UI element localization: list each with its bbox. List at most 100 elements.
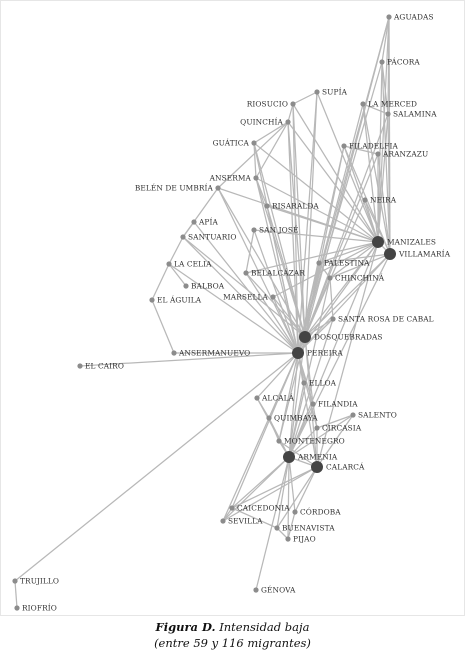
node-dosquebradas	[299, 331, 311, 343]
node-label-pacora: PÁCORA	[387, 58, 420, 67]
node-cordoba	[292, 509, 298, 515]
edge-villamaria-pereira	[297, 253, 391, 354]
node-label-supia: SUPÍA	[322, 88, 348, 97]
node-label-riosucio: RIOSUCIO	[247, 100, 288, 109]
node-buenavista	[274, 525, 280, 531]
edge-villamaria-palestina	[318, 253, 391, 264]
edge-supia-manizales	[316, 91, 379, 243]
edge-aguadas-manizales	[377, 16, 390, 243]
node-label-balboa: BALBOA	[191, 282, 225, 291]
node-label-guatica: GUÁTICA	[213, 139, 250, 148]
node-label-elcairo: EL CAIRO	[85, 362, 124, 371]
caption-subtitle: (entre 59 y 116 migrantes)	[154, 636, 311, 650]
edge-risaralda-manizales	[266, 205, 379, 243]
node-label-calarca: CALARCÁ	[326, 463, 365, 472]
node-quimbaya	[266, 415, 272, 421]
edge-belalcazar-dosquebradas	[245, 272, 306, 338]
node-label-alcala: ALCALÁ	[261, 394, 295, 403]
edge-montenegro-calarca	[278, 440, 318, 468]
node-anserma	[253, 175, 259, 181]
edge-palestina-dosquebradas	[304, 262, 320, 338]
edge-alcala-quimbaya	[256, 397, 270, 419]
node-apia	[191, 219, 197, 225]
edge-elaguila-ansermanuevo	[151, 299, 175, 354]
edge-filandia-circasia	[312, 403, 318, 429]
node-genova	[253, 587, 259, 593]
node-label-lacelia: LA CELIA	[174, 260, 212, 269]
edge-lamerced-pereira	[297, 103, 364, 354]
edge-riosucio-quinchia	[287, 103, 294, 123]
edge-neira-villamaria	[364, 199, 391, 255]
edge-salamina-manizales	[377, 113, 389, 243]
edge-neira-manizales	[364, 199, 379, 243]
node-filandia	[310, 401, 316, 407]
node-label-sanjose: SAN JOSÉ	[259, 226, 299, 235]
node-label-filandia: FILANDIA	[318, 400, 358, 409]
edge-chinchina-dosquebradas	[304, 277, 331, 338]
node-palestina	[316, 260, 322, 266]
edge-pereira-armenia	[288, 352, 299, 458]
node-manizales	[372, 236, 384, 248]
edge-quimbaya-montenegro	[268, 417, 280, 442]
node-label-trujillo: TRUJILLO	[20, 577, 59, 586]
edge-caicedonia-buenavista	[231, 507, 278, 529]
node-label-chinchina: CHINCHINÁ	[335, 274, 385, 283]
node-label-pereira: PEREIRA	[307, 349, 343, 358]
node-label-sevilla: SEVILLA	[228, 517, 263, 526]
node-neira	[362, 197, 368, 203]
edge-pereira-calarca	[297, 352, 318, 468]
edge-riosucio-manizales	[292, 103, 379, 243]
node-label-neira: NEIRA	[370, 196, 397, 205]
node-label-santarosa: SANTA ROSA DE CABAL	[338, 315, 434, 324]
edge-calarca-sevilla	[222, 466, 318, 522]
node-label-armenia: ARMENIA	[297, 453, 338, 462]
edge-lamerced-salamina	[362, 103, 389, 115]
node-santuario	[180, 234, 186, 240]
edge-filandia-armenia	[288, 403, 314, 458]
edge-manizales-marsella	[272, 241, 379, 298]
node-label-salamina: SALAMINA	[393, 110, 437, 119]
edge-salamina-villamaria	[387, 113, 391, 255]
edge-manizales-pereira	[297, 241, 379, 354]
node-label-risaralda: RISARALDA	[272, 202, 319, 211]
node-elaguila	[149, 297, 155, 303]
edge-quinchia-belen	[217, 121, 289, 189]
node-lamerced	[360, 101, 366, 107]
node-aguadas	[386, 14, 392, 20]
node-label-aguadas: AGUADAS	[393, 13, 434, 22]
edge-chinchina-santarosa	[329, 277, 334, 320]
node-salamina	[385, 111, 391, 117]
edge-pacora-manizales	[377, 61, 383, 243]
node-label-elloa: ELLOA	[309, 379, 337, 388]
edge-anserma-manizales	[255, 177, 379, 243]
edge-calarca-caicedonia	[231, 466, 318, 509]
node-label-riofrio: RIOFRÍO	[22, 604, 57, 613]
node-label-marsella: MARSELLA	[223, 293, 268, 302]
node-label-belen: BELÉN DE UMBRÍA	[135, 184, 214, 193]
node-elcairo	[77, 363, 83, 369]
edge-cordoba-pijao	[287, 511, 296, 540]
edge-caicedonia-sevilla	[222, 507, 233, 522]
node-label-apia: APÍA	[198, 218, 219, 227]
node-montenegro	[276, 438, 282, 444]
node-label-buenavista: BUENAVISTA	[282, 524, 335, 533]
node-label-pijao: PIJAO	[293, 535, 316, 544]
edge-quinchia-manizales	[287, 121, 379, 243]
node-label-genova: GÉNOVA	[261, 586, 296, 595]
node-chinchina	[327, 275, 333, 281]
node-pereira	[292, 347, 304, 359]
node-calarca	[311, 461, 323, 473]
node-label-santuario: SANTUARIO	[188, 233, 237, 242]
node-label-salento: SALENTO	[358, 411, 397, 420]
edge-armenia-genova	[255, 456, 290, 591]
edge-pereira-alcala	[256, 352, 299, 399]
node-pijao	[285, 536, 291, 542]
edge-risaralda-pereira	[266, 205, 299, 354]
edge-quinchia-pereira	[287, 121, 299, 354]
edge-apia-pereira	[193, 221, 299, 354]
edge-salento-circasia	[316, 414, 354, 429]
edge-trujillo-riofrio	[14, 580, 18, 609]
caption-line-1: Figura D. Intensidad baja	[0, 619, 465, 635]
